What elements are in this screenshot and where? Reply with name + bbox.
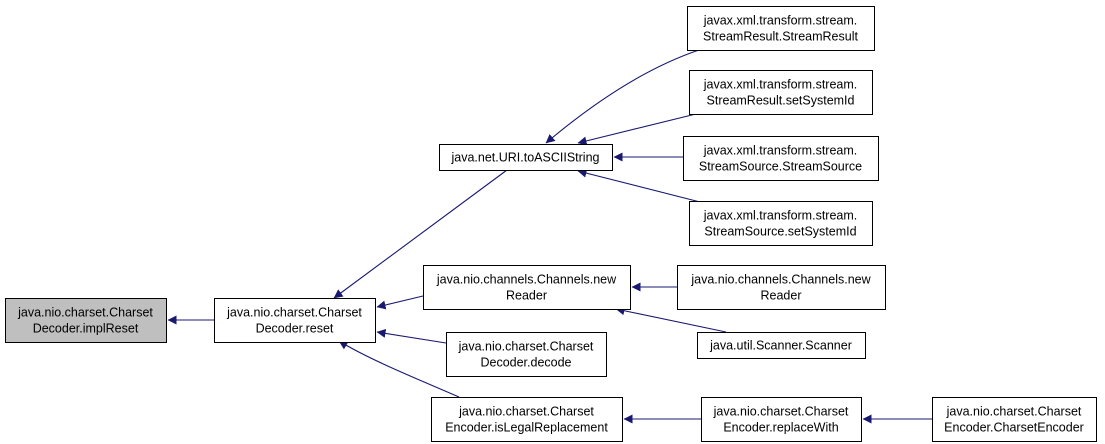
node-srSetSystemId[interactable]: javax.xml.transform.stream. StreamResult.… [689,70,873,115]
node-box [697,332,866,359]
node-isLegal[interactable]: java.nio.charset.CharsetEncoder.isLegalR… [431,397,623,442]
node-label-line: javax.xml.transform.stream. [703,14,858,28]
node-label-line: java.util.Scanner.Scanner [709,339,852,353]
edge-srSetSystemId-to-toASCII [577,111,705,146]
node-box [701,397,862,442]
node-label-line: java.nio.charset.Charset [713,405,849,419]
node-box [446,332,607,377]
node-box [932,397,1097,442]
node-label-line: java.nio.charset.Charset [946,405,1082,419]
node-label-line: Encoder.isLegalReplacement [445,421,608,435]
node-box [5,298,167,343]
node-box [689,70,873,115]
node-scanner[interactable]: java.util.Scanner.Scanner [697,332,866,359]
node-ssStreamSource[interactable]: javax.xml.transform.stream. StreamSource.… [683,136,879,181]
node-label-line: Encoder.CharsetEncoder [944,421,1084,435]
node-label-line: Decoder.implReset [33,322,139,336]
node-label-line: javax.xml.transform.stream. [703,144,858,158]
node-box [687,6,875,51]
node-label-line: java.net.URI.toASCIIString [451,151,600,165]
nodes-layer: java.nio.charset.CharsetDecoder.implRese… [5,6,1097,442]
node-label-line: java.nio.charset.Charset [458,405,594,419]
node-srStreamResult[interactable]: javax.xml.transform.stream. StreamResult.… [687,6,875,51]
node-encoderCtor[interactable]: java.nio.charset.CharsetEncoder.CharsetE… [932,397,1097,442]
node-label-line: Decoder.decode [480,356,571,370]
edge-srStreamResult-to-toASCII [545,49,700,144]
edge-toASCII-to-reset [333,169,508,299]
node-label-line: java.nio.charset.Charset [17,306,153,320]
node-label-line: StreamSource.StreamSource [699,160,862,174]
edge-ssSetSystemId-to-toASCII [577,168,705,204]
node-label-line: java.nio.charset.Charset [458,340,594,354]
node-label-line: java.nio.channels.Channels.new [690,273,871,287]
node-box [689,201,873,246]
edge-scanner-to-newReader1 [615,306,727,333]
node-box [683,136,879,181]
node-label-line: Reader [761,289,802,303]
node-label-line: Decoder.reset [256,322,334,336]
edge-isLegal-to-reset [338,340,460,398]
node-replaceWith[interactable]: java.nio.charset.CharsetEncoder.replaceW… [701,397,862,442]
node-box [423,265,631,310]
node-implReset: java.nio.charset.CharsetDecoder.implRese… [5,298,167,343]
node-label-line: StreamResult.setSystemId [707,94,855,108]
node-label-line: java.nio.channels.Channels.new [436,273,617,287]
node-ssSetSystemId[interactable]: javax.xml.transform.stream. StreamSource.… [689,201,873,246]
node-box [431,397,623,442]
node-label-line: java.nio.charset.Charset [226,306,362,320]
node-box [214,298,376,343]
node-label-line: Reader [506,289,547,303]
edges-layer [167,49,932,424]
node-label-line: javax.xml.transform.stream. [703,209,858,223]
node-label-line: Encoder.replaceWith [723,421,838,435]
node-box [677,265,886,310]
node-label-line: StreamResult.StreamResult [703,30,858,44]
node-label-line: javax.xml.transform.stream. [703,78,858,92]
node-toASCII[interactable]: java.net.URI.toASCIIString [439,144,613,171]
edge-newReader1-to-reset [376,295,424,310]
edge-decode-to-reset [376,328,447,344]
node-label-line: StreamSource.setSystemId [704,225,856,239]
node-box [439,144,613,171]
